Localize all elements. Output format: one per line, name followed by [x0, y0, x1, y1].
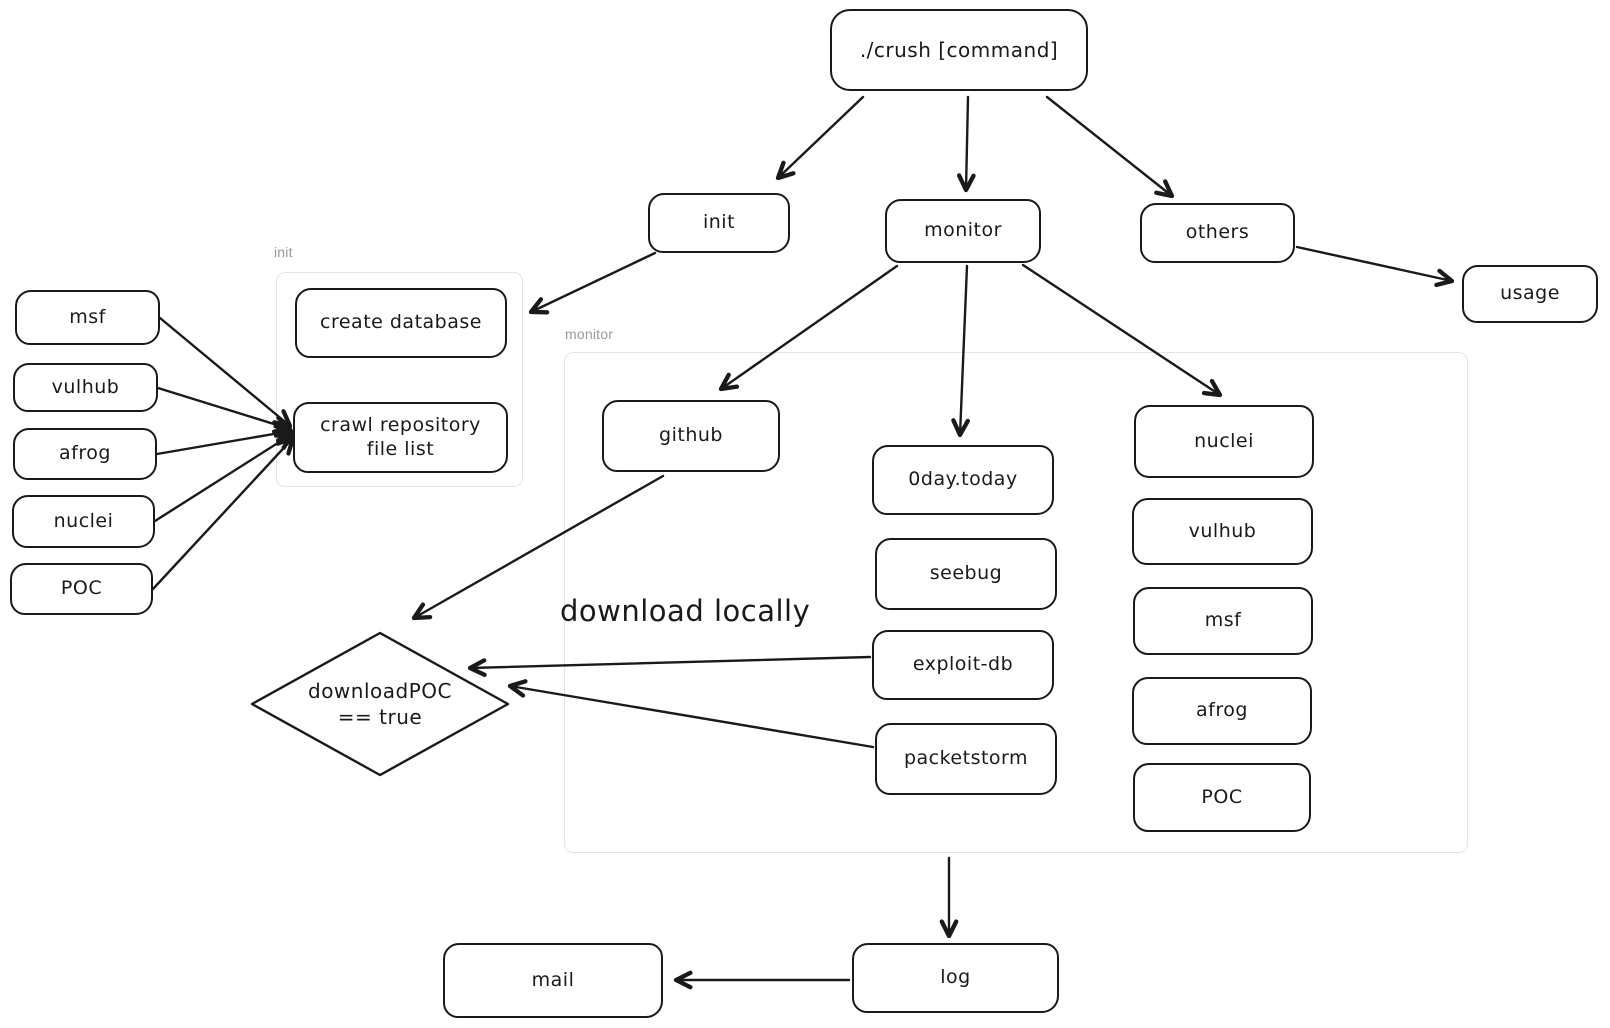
node-crawl-repository-file-list: crawl repository file list: [293, 402, 508, 473]
node-poc-left-label: POC: [60, 577, 103, 600]
node-packetstorm-label: packetstorm: [903, 747, 1029, 770]
node-create-database-label: create database: [320, 311, 482, 334]
node-0day-today-label: 0day.today: [908, 468, 1018, 491]
diamond-downloadpoc-line1: downloadPOC: [308, 679, 452, 703]
node-afrog-right-label: afrog: [1196, 699, 1248, 722]
arrow-crush-to-monitor: [956, 95, 976, 193]
node-crush-label: ./crush [command]: [859, 37, 1059, 62]
arrow-github-to-diamond: [411, 474, 665, 621]
diamond-downloadpoc-shape: [250, 631, 510, 777]
diamond-downloadpoc: downloadPOC == true: [252, 633, 508, 775]
node-nuclei-right-label: nuclei: [1194, 429, 1254, 452]
frame-monitor: [564, 352, 1468, 853]
node-mail-label: mail: [531, 968, 575, 991]
node-usage-label: usage: [1500, 282, 1560, 305]
node-msf-left: msf: [15, 290, 160, 345]
arrow-others-to-usage: [1295, 245, 1455, 288]
node-msf-right: msf: [1133, 587, 1313, 655]
node-poc-right: POC: [1133, 763, 1311, 832]
node-log: log: [852, 943, 1059, 1013]
frame-init: [276, 272, 523, 487]
node-poc-right-label: POC: [1201, 785, 1243, 808]
arrow-init-to-init-frame: [528, 251, 657, 315]
node-monitor-label: monitor: [924, 219, 1002, 242]
node-afrog-right: afrog: [1132, 677, 1312, 745]
node-afrog-left-label: afrog: [59, 442, 111, 465]
node-packetstorm: packetstorm: [875, 723, 1057, 795]
line-afrog-to-crawl: [155, 424, 294, 456]
node-usage: usage: [1462, 265, 1598, 323]
arrow-packetstorm-to-diamond: [507, 679, 875, 749]
arrow-exploitdb-to-diamond: [467, 655, 872, 677]
node-vulhub-left: vulhub: [13, 363, 158, 412]
arrow-monitor-to-0day: [951, 264, 970, 438]
node-crush-command: ./crush [command]: [830, 9, 1088, 91]
node-vulhub-left-label: vulhub: [51, 375, 120, 398]
node-exploit-db-label: exploit-db: [912, 653, 1014, 676]
node-mail: mail: [443, 943, 663, 1018]
arrow-crush-to-others: [1045, 95, 1175, 199]
node-nuclei-left: nuclei: [12, 495, 155, 548]
node-0day-today: 0day.today: [872, 445, 1054, 515]
node-init-label: init: [702, 211, 736, 234]
node-vulhub-right-label: vulhub: [1188, 519, 1257, 542]
node-nuclei-right: nuclei: [1134, 405, 1314, 478]
arrow-crush-to-init: [775, 95, 865, 181]
frame-label-init: init: [274, 244, 293, 260]
node-seebug-label: seebug: [929, 562, 1003, 585]
node-github: github: [602, 400, 780, 472]
node-log-label: log: [940, 966, 971, 989]
frame-label-monitor: monitor: [565, 326, 614, 342]
node-seebug: seebug: [875, 538, 1057, 610]
node-exploit-db: exploit-db: [872, 630, 1054, 700]
line-poc-to-crawl: [151, 435, 296, 591]
node-nuclei-left-label: nuclei: [53, 509, 114, 532]
node-init: init: [648, 193, 790, 253]
line-vulhub-to-crawl: [156, 386, 293, 434]
node-github-label: github: [659, 424, 723, 447]
node-vulhub-right: vulhub: [1132, 498, 1313, 565]
node-msf-right-label: msf: [1204, 609, 1242, 632]
node-poc-left: POC: [10, 563, 153, 615]
line-nuclei-to-crawl: [153, 431, 295, 523]
node-others: others: [1140, 203, 1295, 263]
line-msf-to-crawl: [158, 316, 293, 429]
node-create-database: create database: [295, 288, 507, 358]
node-msf-left-label: msf: [69, 305, 106, 328]
node-monitor: monitor: [885, 199, 1041, 263]
diamond-downloadpoc-line2: == true: [337, 705, 423, 729]
node-afrog-left: afrog: [13, 428, 157, 480]
node-crawl-repository-label: crawl repository file list: [320, 413, 481, 460]
node-others-label: others: [1185, 221, 1250, 244]
label-download-locally: download locally: [560, 594, 811, 628]
arrow-monitor-to-nuclei: [1021, 263, 1223, 398]
arrow-monitor-to-github: [718, 264, 899, 392]
